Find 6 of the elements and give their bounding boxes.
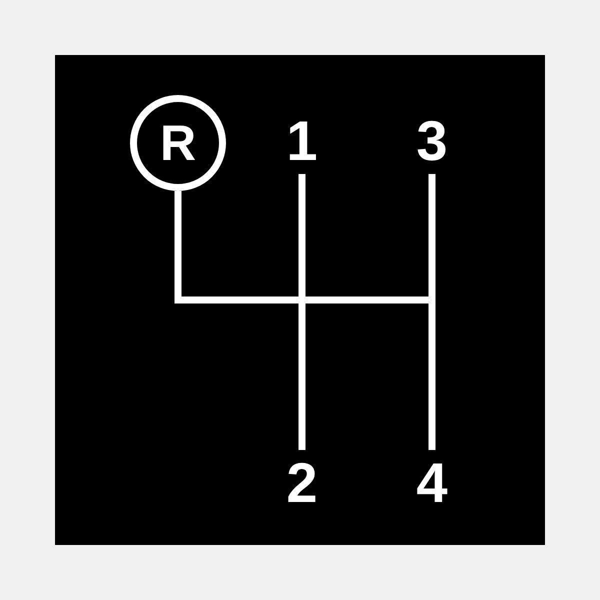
gear-label: 3 bbox=[416, 113, 448, 169]
reverse-gear-circle bbox=[130, 95, 226, 191]
gear-label: 2 bbox=[286, 455, 318, 511]
gear-label: 4 bbox=[416, 455, 448, 511]
gear-label: 1 bbox=[286, 113, 318, 169]
gear-label: R bbox=[160, 118, 196, 168]
